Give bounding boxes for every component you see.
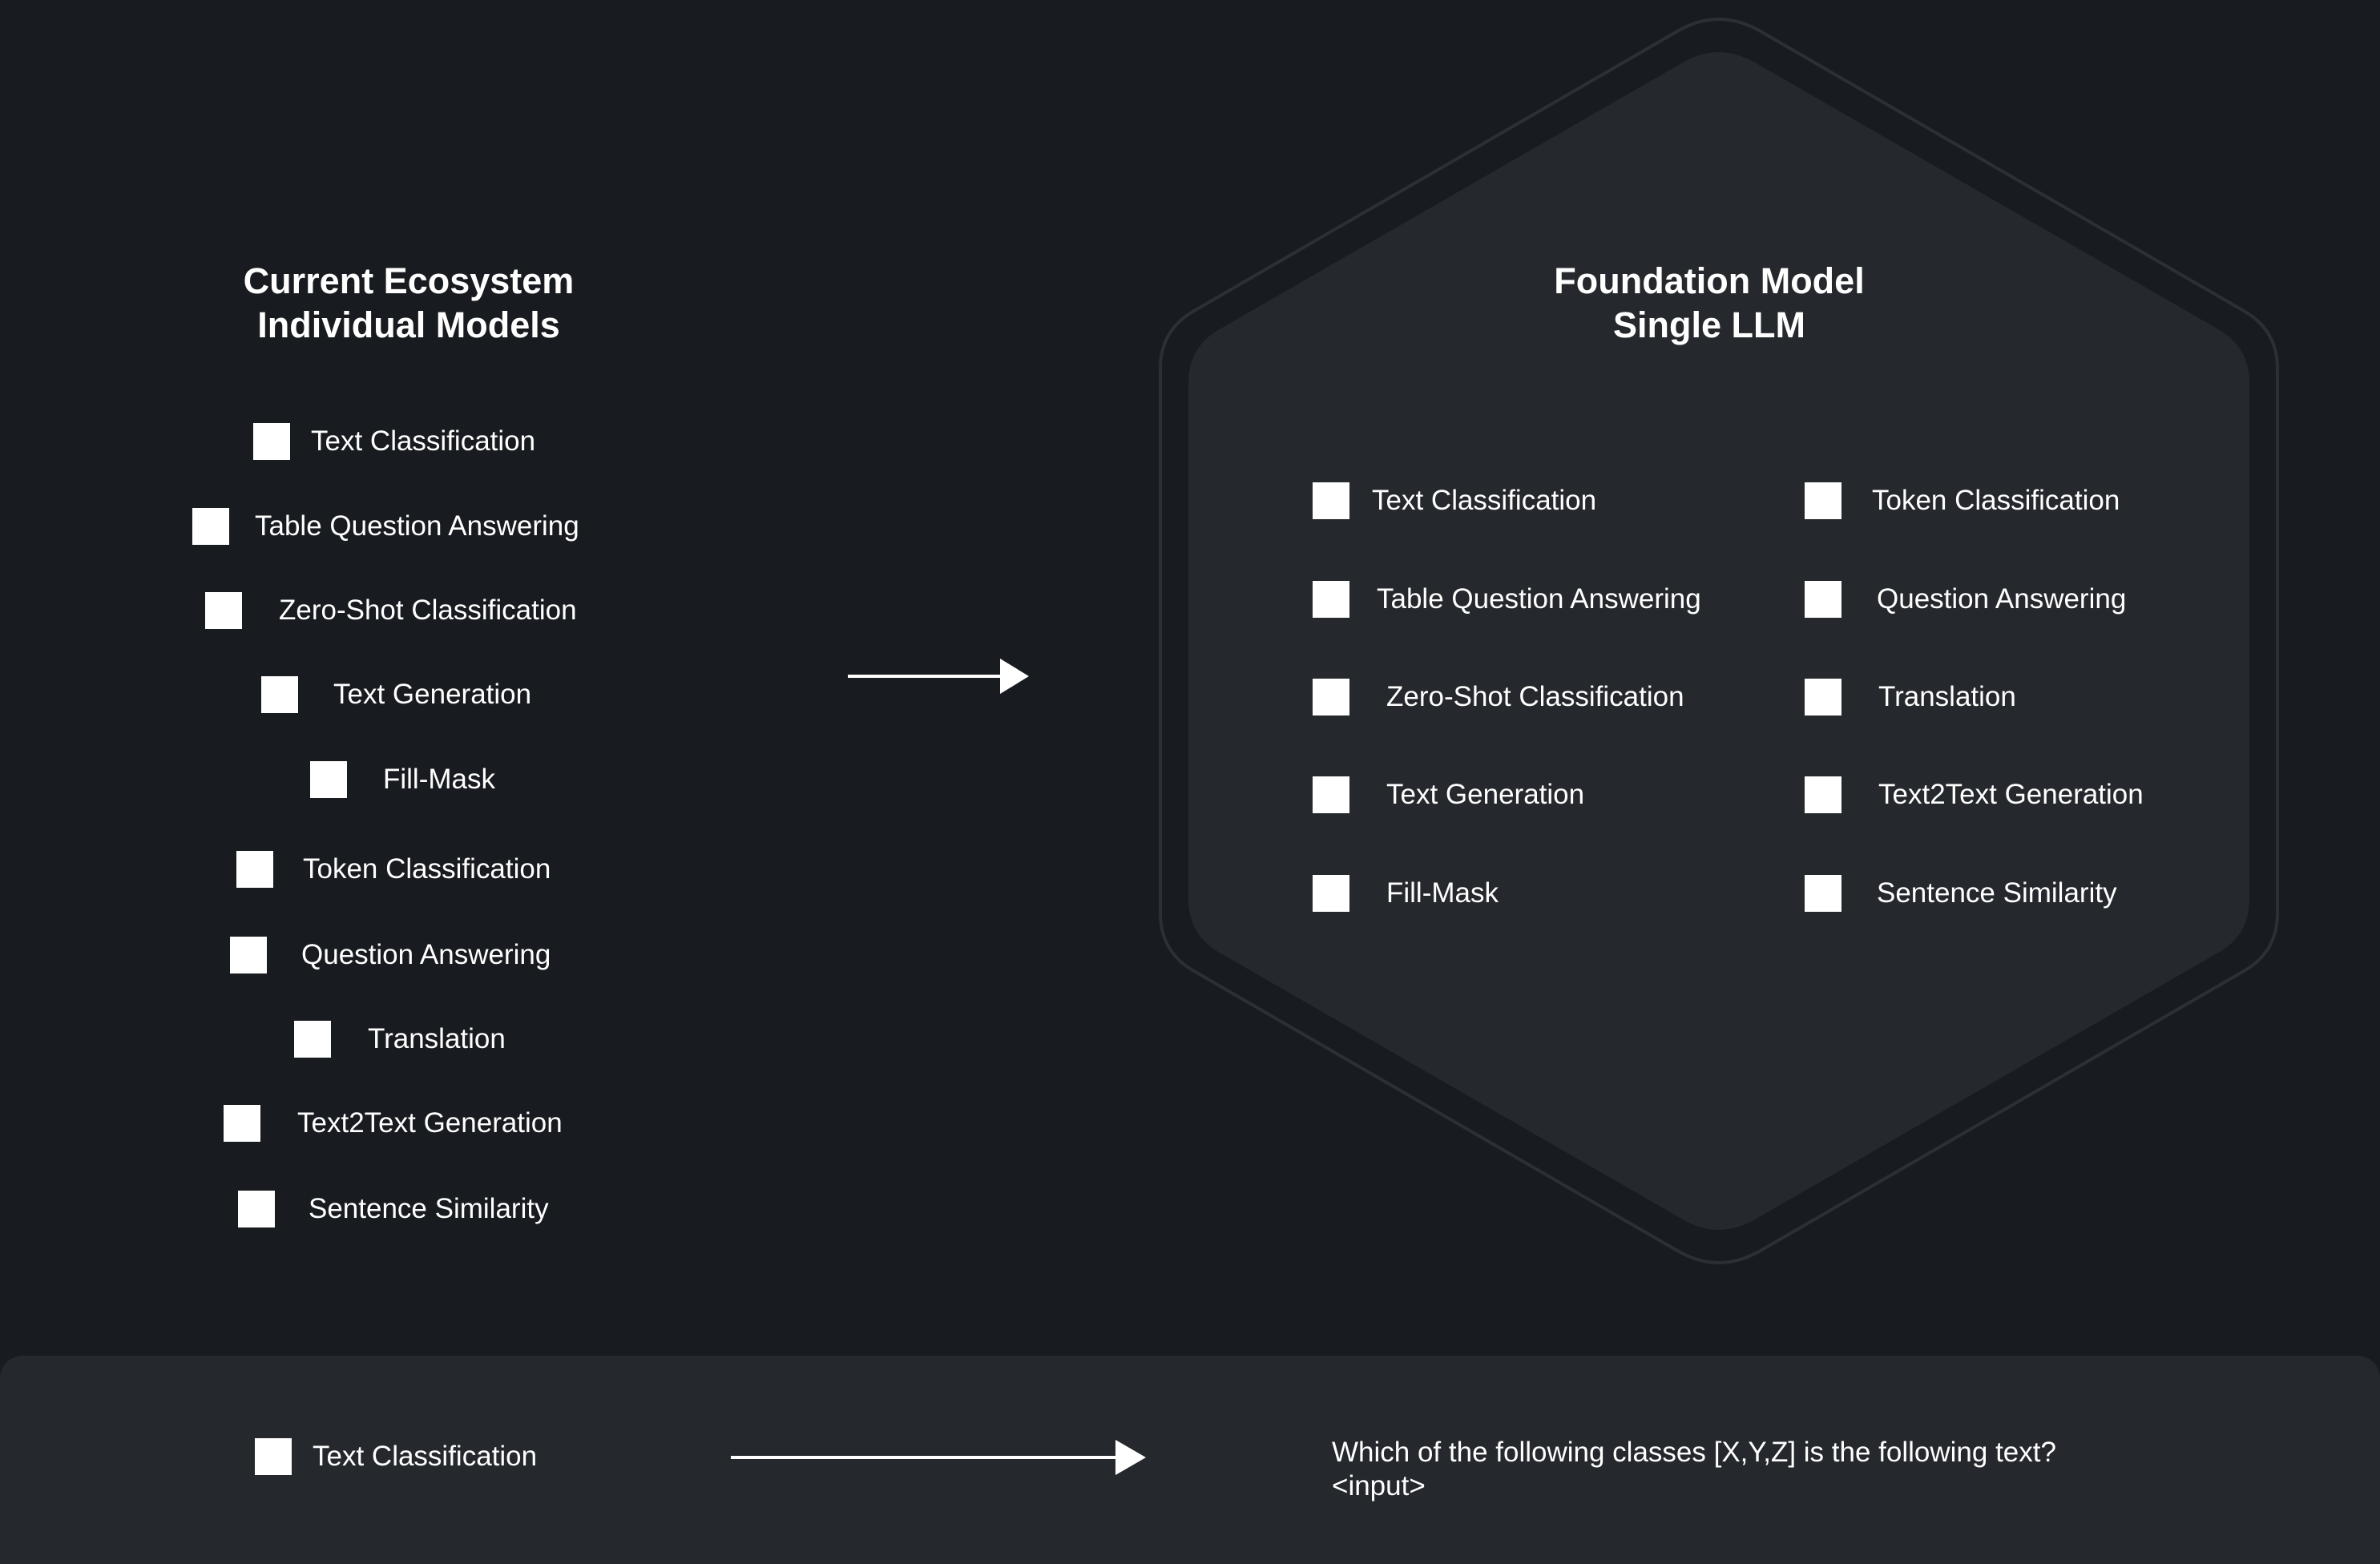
item-label: Question Answering	[301, 939, 551, 970]
right-item-text2text-generation: Text2Text Generation	[1805, 775, 2144, 815]
checkbox-square	[205, 592, 242, 629]
item-label: Fill-Mask	[383, 764, 495, 795]
checkbox-square	[238, 1191, 275, 1227]
left-item-text2text-generation: Text2Text Generation	[224, 1103, 563, 1143]
item-label: Translation	[368, 1023, 506, 1054]
middle-arrow	[848, 659, 1029, 694]
item-label: Text Generation	[333, 679, 532, 710]
item-label: Zero-Shot Classification	[279, 595, 577, 626]
checkbox-square	[1805, 776, 1841, 813]
checkbox-square	[224, 1105, 260, 1142]
right-item-token-classification: Token Classification	[1805, 481, 2120, 521]
checkbox-square	[1313, 679, 1349, 715]
left-item-token-classification: Token Classification	[236, 849, 551, 889]
right-title-line1: Foundation Model	[1554, 260, 1865, 301]
right-item-question-answering: Question Answering	[1805, 579, 2126, 619]
checkbox-square	[1313, 581, 1349, 618]
left-title-line2: Individual Models	[257, 304, 560, 345]
checkbox-square	[192, 508, 229, 545]
right-item-zero-shot-classification: Zero-Shot Classification	[1313, 677, 1684, 717]
right-panel-title: Foundation Model Single LLM	[1429, 259, 1990, 347]
prompt-line1: Which of the following classes [X,Y,Z] i…	[1332, 1437, 2056, 1468]
item-label: Translation	[1878, 681, 2016, 712]
item-label: Sentence Similarity	[309, 1193, 549, 1224]
bottom-example-panel	[0, 1356, 2380, 1564]
left-item-fill-mask: Fill-Mask	[310, 760, 495, 800]
bottom-task-label: Text Classification	[313, 1441, 538, 1472]
left-item-text-classification: Text Classification	[253, 421, 535, 462]
hexagon-outline	[1159, 18, 2279, 1264]
item-label: Text2Text Generation	[1878, 779, 2144, 810]
item-label: Text Classification	[311, 425, 536, 457]
left-item-table-question-answering: Table Question Answering	[192, 506, 579, 546]
checkbox-square	[253, 423, 290, 460]
checkbox-square	[1313, 875, 1349, 912]
item-label: Text Generation	[1386, 779, 1585, 810]
right-item-text-classification: Text Classification	[1313, 481, 1596, 521]
right-title-line2: Single LLM	[1613, 304, 1805, 345]
checkbox-square	[1313, 482, 1349, 519]
hexagon-shape	[1188, 52, 2249, 1230]
prompt-template: Which of the following classes [X,Y,Z] i…	[1332, 1436, 2056, 1503]
item-label: Question Answering	[1877, 583, 2127, 615]
item-label: Text2Text Generation	[297, 1107, 563, 1139]
checkbox-square	[236, 851, 273, 888]
checkbox-square	[294, 1021, 331, 1058]
item-label: Text Classification	[1372, 485, 1597, 516]
prompt-line2: <input>	[1332, 1470, 1426, 1502]
checkbox-square	[1805, 875, 1841, 912]
left-item-sentence-similarity: Sentence Similarity	[238, 1189, 549, 1229]
checkbox-square	[230, 937, 267, 973]
checkbox-square	[1805, 482, 1841, 519]
item-label: Token Classification	[1872, 485, 2120, 516]
left-item-translation: Translation	[294, 1019, 506, 1059]
left-panel-title: Current Ecosystem Individual Models	[128, 259, 689, 347]
item-label: Sentence Similarity	[1877, 877, 2117, 909]
right-item-sentence-similarity: Sentence Similarity	[1805, 873, 2117, 913]
checkbox-square	[1805, 581, 1841, 618]
right-item-translation: Translation	[1805, 677, 2016, 717]
left-item-text-generation: Text Generation	[261, 675, 531, 715]
right-item-fill-mask: Fill-Mask	[1313, 873, 1499, 913]
item-label: Zero-Shot Classification	[1386, 681, 1684, 712]
item-label: Table Question Answering	[255, 510, 579, 542]
left-item-question-answering: Question Answering	[230, 935, 551, 975]
item-label: Token Classification	[303, 853, 551, 885]
item-label: Table Question Answering	[1377, 583, 1701, 615]
checkbox-square	[255, 1438, 292, 1475]
checkbox-square	[1313, 776, 1349, 813]
checkbox-square	[261, 676, 298, 713]
bottom-task-item: Text Classification	[255, 1437, 537, 1477]
left-item-zero-shot-classification: Zero-Shot Classification	[205, 591, 577, 631]
bottom-arrow	[731, 1440, 1146, 1475]
checkbox-square	[310, 761, 347, 798]
right-item-text-generation: Text Generation	[1313, 775, 1584, 815]
checkbox-square	[1805, 679, 1841, 715]
right-item-table-question-answering: Table Question Answering	[1313, 579, 1701, 619]
item-label: Fill-Mask	[1386, 877, 1499, 909]
left-title-line1: Current Ecosystem	[243, 260, 575, 301]
